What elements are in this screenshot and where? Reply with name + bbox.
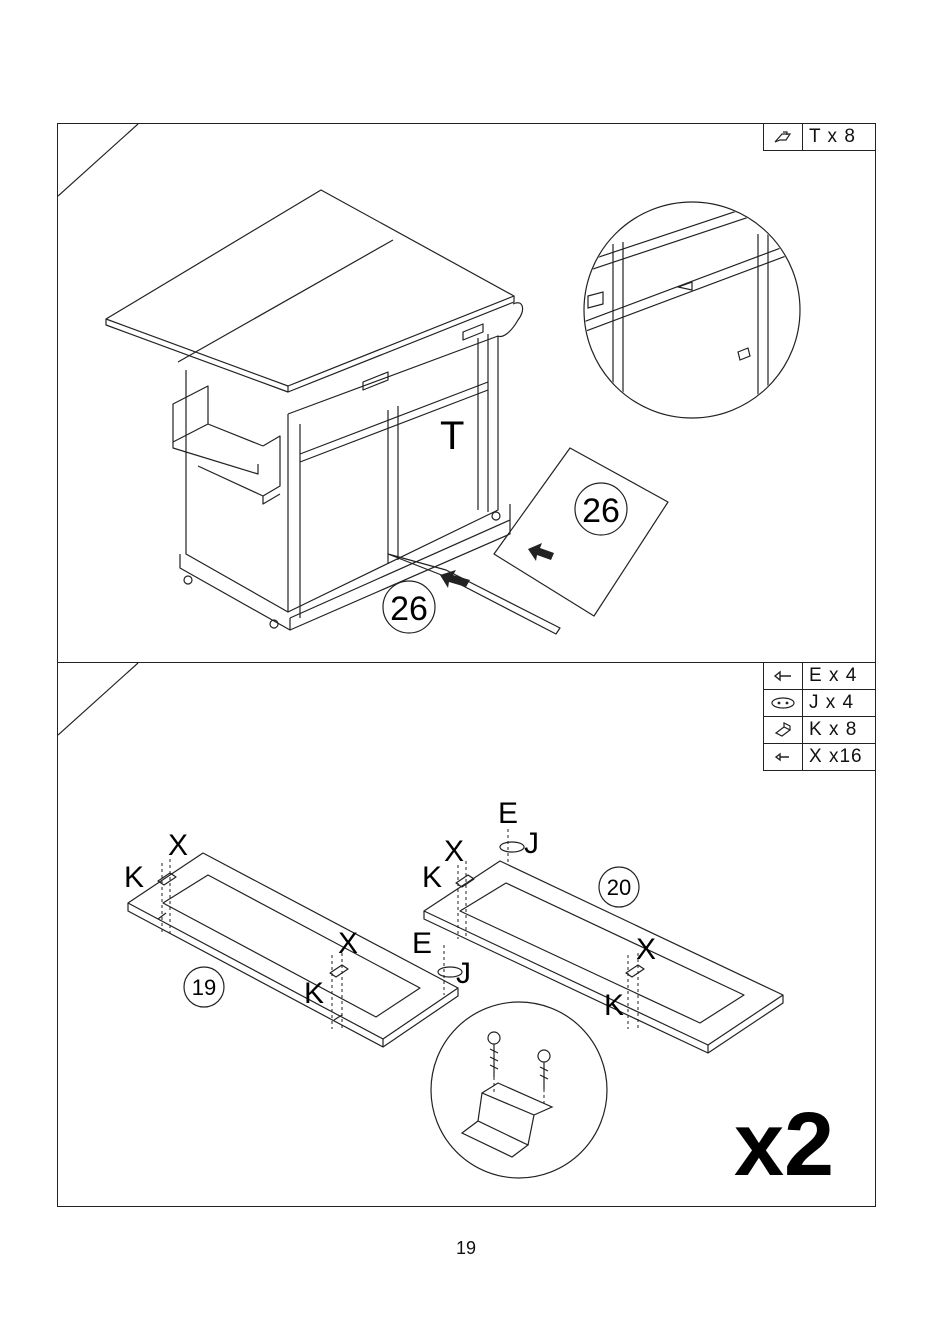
part-label-x: X: [444, 835, 464, 868]
part-number-label: 20: [607, 875, 631, 900]
part-label-x: X: [338, 927, 358, 960]
detail-callout: [578, 184, 818, 424]
part-label-k: K: [124, 861, 144, 894]
part-label-j: J: [456, 957, 471, 990]
part-label-k: K: [422, 861, 442, 894]
part-letter-label: T: [440, 414, 464, 458]
multiplier-label: x2: [734, 1095, 834, 1195]
step-panel-1: T x 8: [57, 123, 876, 663]
step-panel-2: E x 4 J x 4 K x 8 X x16: [57, 662, 876, 1207]
part-label-e: E: [498, 797, 518, 830]
assembly-drawing-2: X K X K 19 E J X K 20 E J X K: [58, 663, 877, 1208]
part-label-j: J: [524, 827, 539, 860]
part-label-e: E: [412, 927, 432, 960]
part-number-label: 26: [582, 492, 620, 530]
part-label-x: X: [636, 933, 656, 966]
part-number-label: 26: [390, 590, 428, 628]
part-number-label: 19: [192, 975, 216, 1000]
part-label-x: X: [168, 829, 188, 862]
hinge-detail-callout: [431, 1002, 607, 1178]
assembly-drawing-1: T 26 26: [58, 124, 877, 664]
part-label-k: K: [304, 977, 324, 1010]
page-number: 19: [0, 1238, 932, 1259]
part-label-k: K: [604, 989, 624, 1022]
